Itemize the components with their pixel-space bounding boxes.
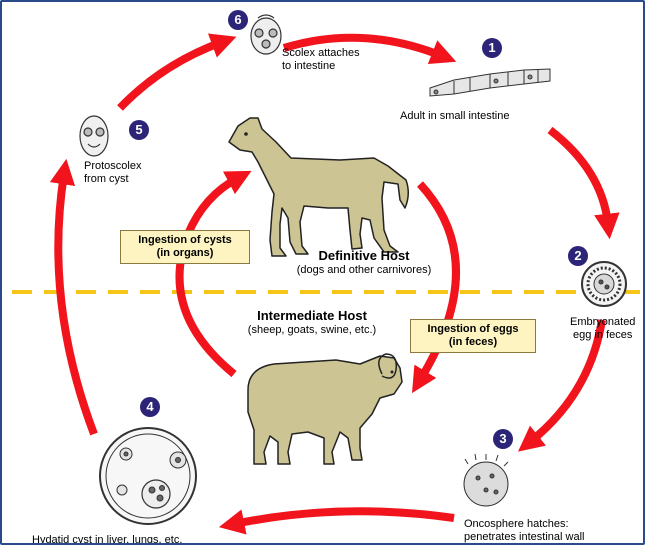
oncosphere-icon <box>464 454 508 506</box>
arrow-5-to-6 <box>120 42 222 108</box>
arrow-3-to-4 <box>234 511 454 524</box>
egg-icon <box>582 262 626 306</box>
stage-3-label: Oncosphere hatches: penetrates intestina… <box>464 518 584 544</box>
stage-5-badge: 5 <box>129 120 149 140</box>
dog-icon <box>229 118 408 256</box>
protoscolex-icon <box>80 116 108 156</box>
stage-1-badge: 1 <box>482 38 502 58</box>
arrow-1-to-2 <box>550 130 608 224</box>
stage-2-badge: 2 <box>568 246 588 266</box>
intermediate-host-title: Intermediate Host <box>212 308 412 324</box>
ingestion-eggs-note: Ingestion of eggs (in feces) <box>410 319 536 353</box>
stage-6-badge: 6 <box>228 10 248 30</box>
intermediate-host-label: Intermediate Host (sheep, goats, swine, … <box>212 308 412 337</box>
hydatid-cyst-icon <box>100 428 196 524</box>
stage-4-badge: 4 <box>140 397 160 417</box>
stage-3-badge: 3 <box>493 429 513 449</box>
stage-2-label: Embryonated egg in feces <box>570 316 635 342</box>
scolex-icon <box>251 15 281 54</box>
stage-1-label: Adult in small intestine <box>400 110 509 123</box>
definitive-host-label: Definitive Host (dogs and other carnivor… <box>264 248 464 277</box>
arrow-4-to-5 <box>58 174 94 434</box>
definitive-host-title: Definitive Host <box>264 248 464 264</box>
adult-tapeworm-icon <box>430 69 550 96</box>
stage-4-label: Hydatid cyst in liver, lungs, etc. <box>32 534 182 545</box>
arrow-sheep-to-dog <box>180 178 238 374</box>
stage-6-label: Scolex attaches to intestine <box>282 47 360 73</box>
sheep-icon <box>248 354 402 464</box>
ingestion-cysts-note: Ingestion of cysts (in organs) <box>120 230 250 264</box>
intermediate-host-subtitle: (sheep, goats, swine, etc.) <box>212 324 412 337</box>
definitive-host-subtitle: (dogs and other carnivores) <box>264 264 464 277</box>
stage-5-label: Protoscolex from cyst <box>84 160 141 186</box>
